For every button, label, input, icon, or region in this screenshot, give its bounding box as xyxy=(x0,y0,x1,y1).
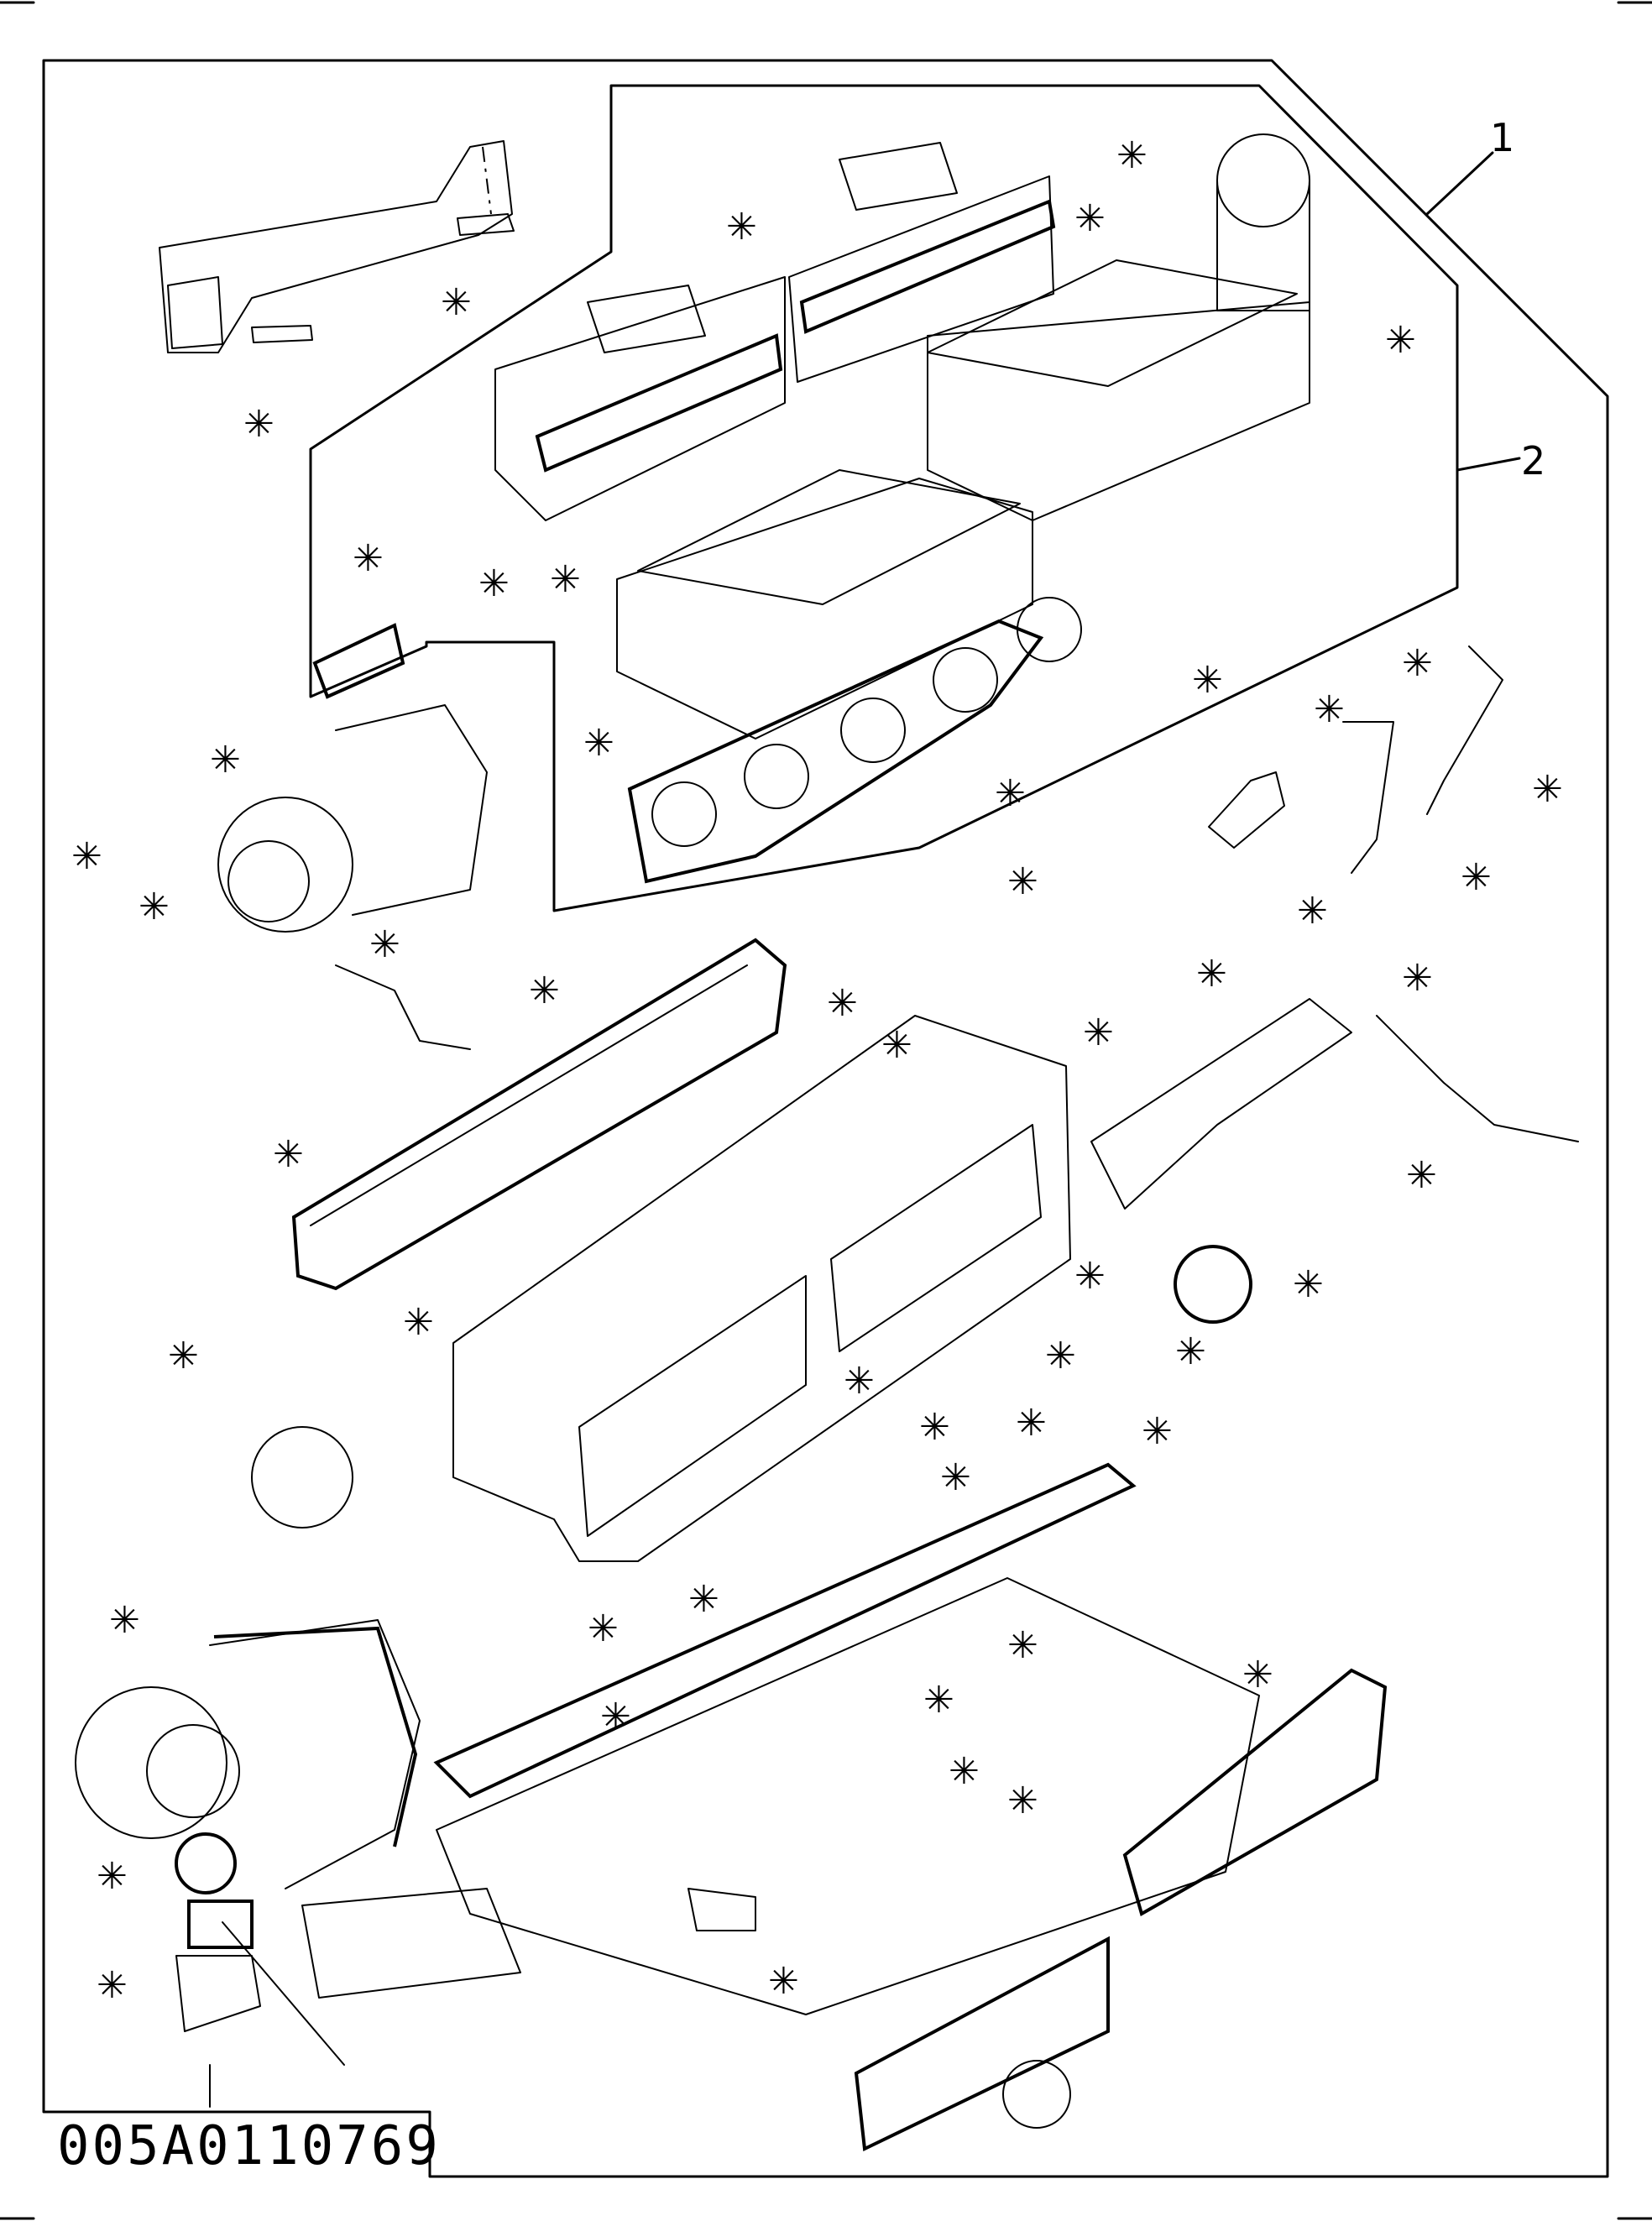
front-cover-part xyxy=(75,1426,421,1894)
star-marker: ✳ xyxy=(97,1964,128,2007)
turbocharger-part xyxy=(217,623,488,933)
star-marker: ✳ xyxy=(1007,860,1038,903)
outer-frame xyxy=(42,59,1609,2178)
pipe-parts xyxy=(335,645,1579,1142)
kit-boundary xyxy=(309,84,1459,912)
star-marker: ✳ xyxy=(273,1133,304,1176)
star-marker: ✳ xyxy=(1532,768,1563,811)
lower-cover-parts xyxy=(687,1668,1388,2152)
star-marker: ✳ xyxy=(923,1679,954,1722)
star-marker: ✳ xyxy=(949,1750,980,1793)
star-marker: ✳ xyxy=(1074,1255,1106,1298)
star-marker: ✳ xyxy=(1402,642,1433,685)
star-marker: ✳ xyxy=(726,206,757,248)
head-gasket-part xyxy=(627,597,1082,884)
star-marker: ✳ xyxy=(1461,856,1492,899)
engine-block-part xyxy=(452,998,1352,1562)
star-marker: ✳ xyxy=(1175,1330,1206,1373)
star-marker: ✳ xyxy=(403,1301,434,1344)
star-marker: ✳ xyxy=(1074,197,1106,240)
exhaust-manifold-part xyxy=(159,140,515,353)
star-marker: ✳ xyxy=(1385,319,1416,362)
gasket-markers: ✳ ✳ ✳ ✳ ✳ ✳ ✳ ✳ ✳ ✳ ✳ ✳ ✳ ✳ ✳ ✳ ✳ ✳ ✳ ✳ … xyxy=(71,134,1563,2007)
star-marker: ✳ xyxy=(583,722,614,765)
star-marker: ✳ xyxy=(844,1360,875,1403)
star-marker: ✳ xyxy=(995,772,1026,815)
oil-pan-part xyxy=(301,1462,1260,2015)
star-marker: ✳ xyxy=(881,1024,912,1067)
star-marker: ✳ xyxy=(369,923,400,966)
star-marker: ✳ xyxy=(1045,1335,1076,1377)
star-marker: ✳ xyxy=(243,403,274,446)
star-marker: ✳ xyxy=(1242,1654,1273,1696)
star-marker: ✳ xyxy=(768,1960,799,2003)
star-marker: ✳ xyxy=(441,281,472,324)
star-marker: ✳ xyxy=(353,537,384,580)
callout-1: 1 xyxy=(1490,115,1514,160)
star-marker: ✳ xyxy=(588,1607,619,1650)
callout-2: 2 xyxy=(1521,438,1545,483)
star-marker: ✳ xyxy=(1293,1263,1324,1306)
star-marker: ✳ xyxy=(1192,659,1223,702)
cylinder-head-part xyxy=(616,133,1310,739)
star-marker: ✳ xyxy=(688,1578,719,1621)
star-marker: ✳ xyxy=(1406,1154,1437,1197)
water-outlet-part xyxy=(175,1900,345,2108)
star-marker: ✳ xyxy=(529,969,560,1012)
star-marker: ✳ xyxy=(1083,1011,1114,1054)
star-marker: ✳ xyxy=(1142,1410,1173,1453)
star-marker: ✳ xyxy=(940,1456,971,1499)
star-marker: ✳ xyxy=(139,886,170,928)
star-marker: ✳ xyxy=(109,1599,140,1642)
star-marker: ✳ xyxy=(97,1855,128,1898)
star-marker: ✳ xyxy=(550,558,581,601)
star-marker: ✳ xyxy=(168,1335,199,1377)
star-marker: ✳ xyxy=(1402,957,1433,1000)
star-marker: ✳ xyxy=(71,835,102,878)
star-marker: ✳ xyxy=(827,982,858,1025)
star-marker: ✳ xyxy=(1314,688,1345,731)
star-marker: ✳ xyxy=(1196,953,1227,996)
star-marker: ✳ xyxy=(919,1406,950,1449)
star-marker: ✳ xyxy=(1007,1779,1038,1822)
star-marker: ✳ xyxy=(210,739,241,781)
star-marker: ✳ xyxy=(1297,890,1328,933)
rocker-cover-parts xyxy=(494,142,1056,521)
star-marker: ✳ xyxy=(1016,1402,1047,1445)
star-marker: ✳ xyxy=(478,562,510,605)
star-marker: ✳ xyxy=(1116,134,1148,177)
drawing-code: 005A0110769 xyxy=(57,2115,441,2177)
star-marker: ✳ xyxy=(600,1696,631,1738)
star-marker: ✳ xyxy=(1007,1624,1038,1667)
side-cover-gasket-part xyxy=(291,938,787,1291)
